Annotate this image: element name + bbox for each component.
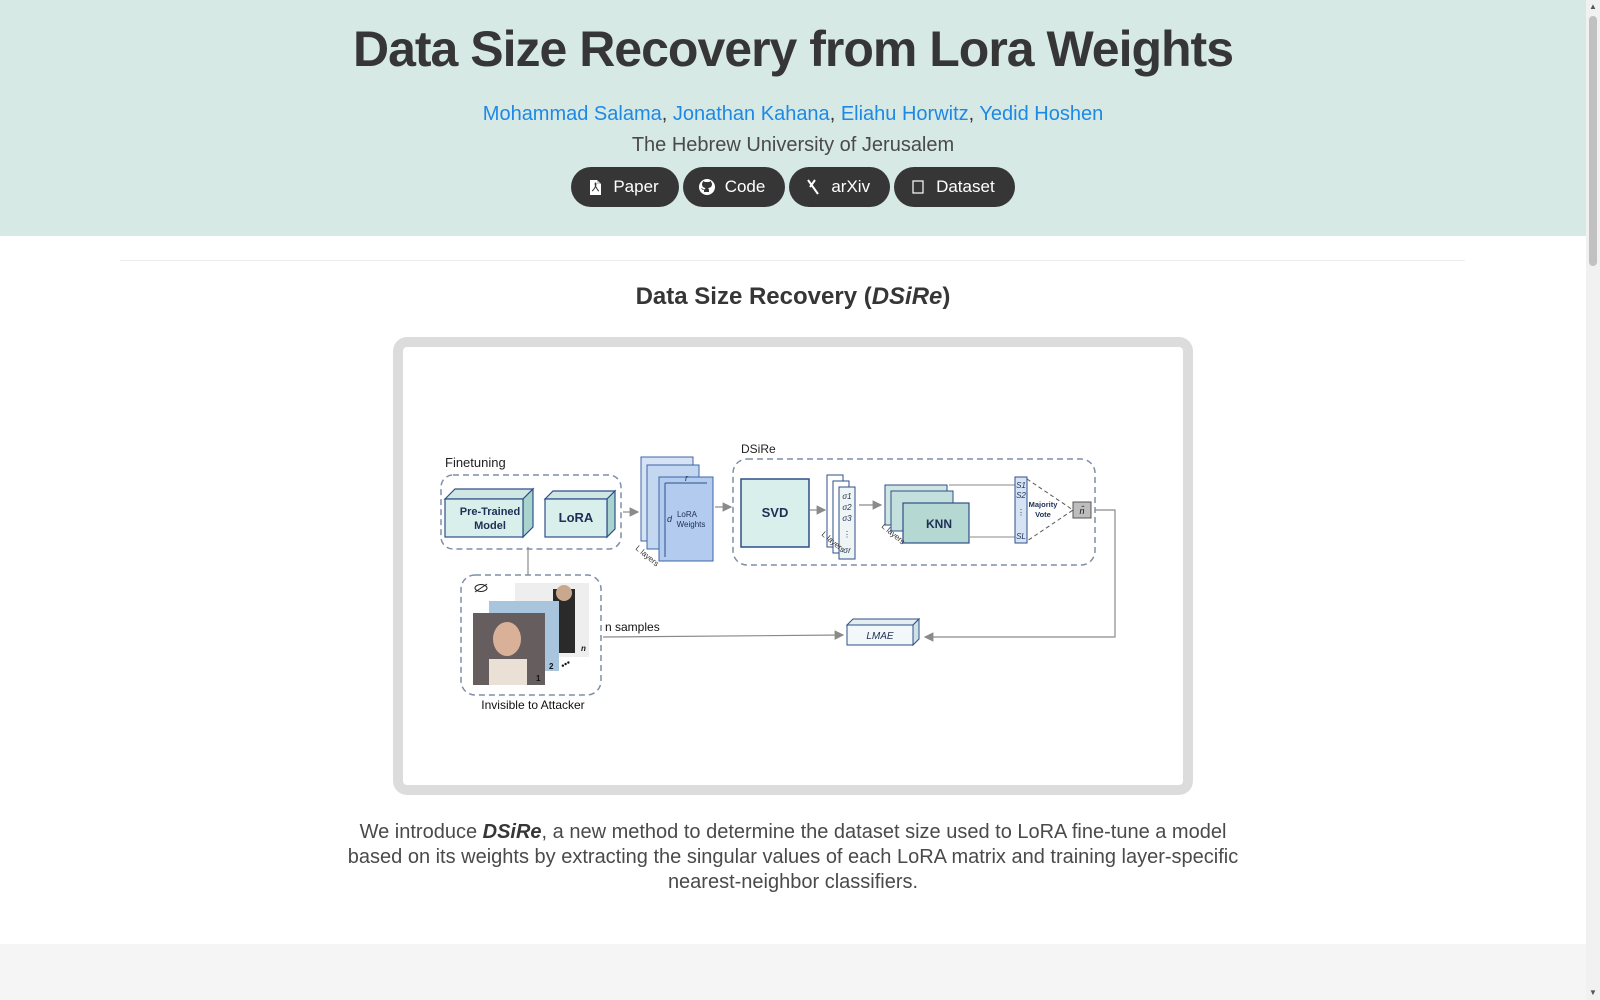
pretrained-label-2: Model	[474, 520, 506, 532]
github-icon	[698, 179, 715, 195]
svg-text:SL: SL	[1016, 532, 1026, 541]
paper-button-label: Paper	[613, 177, 659, 196]
sigma-vectors: σ1 σ2 σ3 ⋮ σr L layers	[820, 474, 856, 560]
figure-canvas: Finetuning Pre-Trained Model LoRA	[403, 347, 1183, 785]
svg-text:1: 1	[536, 674, 541, 683]
next-section	[0, 944, 1586, 1000]
arxiv-button-label: arXiv	[831, 177, 871, 196]
author-link-kahana[interactable]: Jonathan Kahana	[672, 103, 830, 125]
lora-label: LoRA	[559, 510, 594, 525]
invisible-label: Invisible to Attacker	[481, 698, 584, 712]
section-title: Data Size Recovery (DSiRe)	[635, 283, 951, 310]
hero-section: Data Size Recovery from Lora Weights Moh…	[0, 0, 1586, 236]
author-separator: ,	[829, 103, 836, 125]
n-hat-block	[1072, 501, 1092, 519]
loss-block: LMAE	[845, 617, 921, 647]
scroll-thumb[interactable]	[1589, 16, 1597, 266]
scroll-down-icon[interactable]: ▼	[1589, 988, 1597, 997]
svg-text:2: 2	[549, 662, 554, 671]
affiliation: The Hebrew University of Jerusalem	[631, 134, 955, 156]
link-buttons: Paper Code arXiv Dataset	[0, 167, 1586, 207]
svg-text:σ3: σ3	[842, 514, 852, 523]
author-separator: ,	[968, 103, 975, 125]
svg-text:σ1: σ1	[842, 492, 851, 501]
majority-vote: Majority Vote	[1026, 478, 1074, 542]
s-vector: S1 S2 ⋮ SL	[1014, 476, 1028, 544]
n-samples-label: n samples	[605, 620, 660, 634]
code-button-label: Code	[724, 177, 766, 196]
finetuning-box	[440, 474, 622, 550]
svg-text:n: n	[581, 644, 586, 653]
svg-text:⋮: ⋮	[843, 530, 851, 539]
d-label: d	[667, 514, 673, 524]
svg-text:Majority: Majority	[1029, 500, 1059, 509]
lora-block: LoRA	[543, 489, 617, 539]
author-separator: ,	[661, 103, 668, 125]
dsire-box	[732, 458, 1096, 566]
author-link-salama[interactable]: Mohammad Salama	[482, 103, 662, 125]
divider	[120, 260, 1465, 261]
knn-stack: KNN L layers	[880, 484, 970, 546]
svg-text:n̂: n̂	[1079, 506, 1084, 516]
author-link-hoshen[interactable]: Yedid Hoshen	[979, 103, 1104, 125]
svg-text:σr: σr	[843, 546, 851, 555]
pretrained-label: Pre-Trained	[460, 506, 521, 518]
pdf-icon	[587, 179, 603, 195]
pretrained-model-block: Pre-Trained Model	[443, 487, 535, 539]
images-box	[460, 574, 602, 696]
svg-text:Vote: Vote	[1035, 510, 1051, 519]
loss-label: LMAE	[866, 631, 894, 642]
dataset-button[interactable]: Dataset	[894, 167, 1015, 207]
finetuning-label: Finetuning	[445, 455, 506, 470]
scrollbar[interactable]: ▲ ▼	[1586, 0, 1600, 1000]
author-link-horwitz[interactable]: Eliahu Horwitz	[840, 103, 969, 125]
scroll-up-icon[interactable]: ▲	[1589, 2, 1597, 11]
arxiv-icon	[805, 179, 821, 195]
lora-weights-label-2: Weights	[677, 520, 706, 529]
method-figure: Finetuning Pre-Trained Model LoRA	[393, 337, 1193, 795]
arxiv-button[interactable]: arXiv	[789, 167, 891, 207]
svd-label: SVD	[762, 505, 789, 520]
dataset-icon	[910, 179, 926, 195]
paper-button[interactable]: Paper	[571, 167, 679, 207]
author-list: Mohammad Salama, Jonathan Kahana, Eliahu…	[0, 103, 1586, 126]
dataset-button-label: Dataset	[936, 177, 995, 196]
lora-weights-stack: r d LoRA Weights L layers	[634, 456, 714, 568]
svg-text:S1: S1	[1016, 481, 1026, 490]
svg-text:S2: S2	[1016, 491, 1026, 500]
svd-block	[740, 478, 810, 548]
sample-images: 1 2 n •••	[473, 583, 589, 685]
svg-text:σ2: σ2	[842, 503, 852, 512]
method-description: We introduce DSiRe, a new method to dete…	[347, 821, 1239, 893]
svg-text:⋮: ⋮	[1017, 508, 1025, 517]
svg-text:•••: •••	[559, 657, 572, 670]
lora-weights-label: LoRA	[677, 510, 698, 519]
eye-off-icon	[474, 583, 488, 593]
code-button[interactable]: Code	[682, 167, 786, 207]
r-label: r	[685, 473, 689, 483]
knn-label: KNN	[926, 517, 952, 531]
page-title: Data Size Recovery from Lora Weights	[352, 21, 1234, 77]
dsire-label: DSiRe	[741, 442, 776, 456]
